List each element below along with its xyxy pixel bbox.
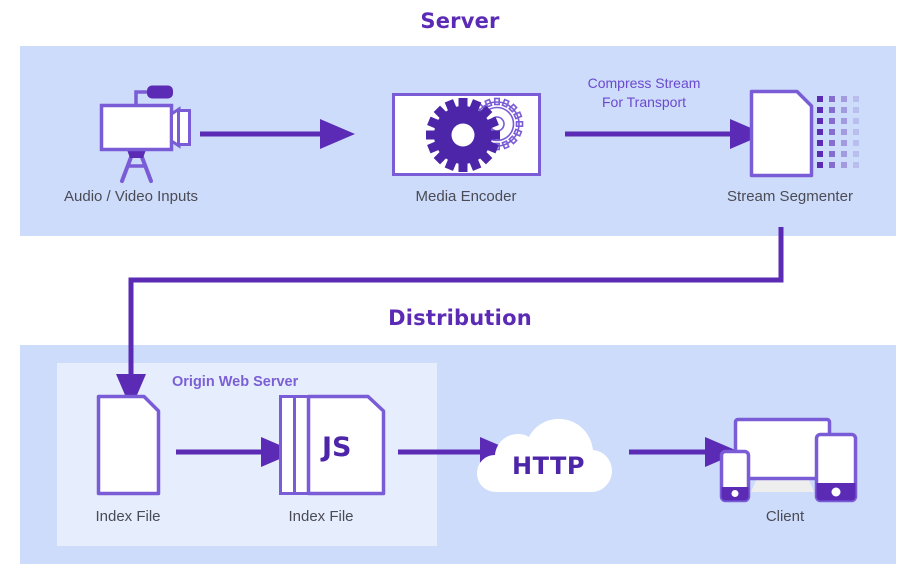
node-label-media-encoder: Media Encoder <box>415 188 517 205</box>
node-label-stream-segmenter: Stream Segmenter <box>727 188 853 205</box>
node-label-client: Client <box>765 508 805 525</box>
node-label-index-file-1: Index File <box>95 508 161 525</box>
js-badge: JS <box>322 432 352 463</box>
node-label-audio-video-inputs: Audio / Video Inputs <box>64 188 198 205</box>
edge-label-compress-stream: Compress Stream For Transport <box>587 75 701 110</box>
server-panel <box>20 46 896 236</box>
distribution-section-title: Distribution <box>388 306 532 330</box>
http-badge: HTTP <box>512 452 585 480</box>
origin-web-server-label: Origin Web Server <box>172 374 299 390</box>
node-label-index-file-2: Index File <box>288 508 354 525</box>
server-section-title: Server <box>420 9 500 33</box>
